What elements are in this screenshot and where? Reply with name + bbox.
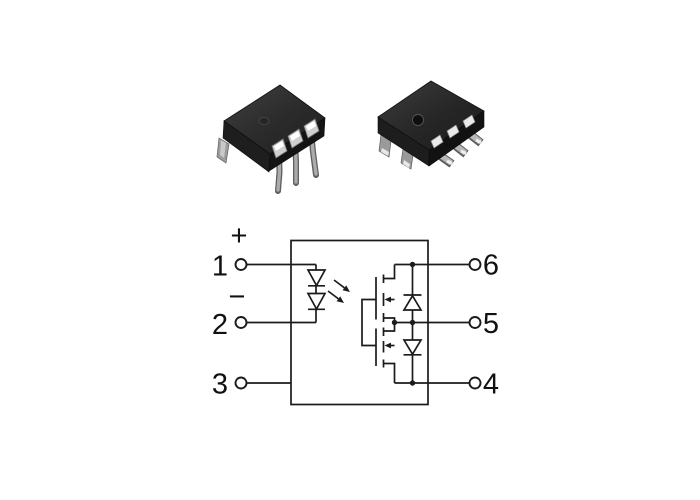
mosfet-top-icon [375,264,396,323]
pin-3-label: 3 [212,369,228,401]
schematic-diagram [234,239,482,406]
schematic-labels: + − 1 2 3 6 5 4 [212,220,499,401]
mosfet-bottom-icon [375,322,396,383]
smd-pin1-dimple [412,114,424,126]
pin-5-label: 5 [483,308,499,340]
smd-left-pin-tip [403,160,410,168]
smd-left-pin-tip [381,148,389,156]
minus-polarity-label: − [229,281,246,313]
dip6-through-hole-package-photo [216,84,326,194]
plus-polarity-label: + [231,220,248,252]
pin-4-terminal [468,376,482,390]
body-diode-bottom-icon [402,339,423,356]
dip-pin-shoulders [271,118,320,159]
pin-4-label: 4 [483,369,499,401]
pin-2-label: 2 [212,309,228,341]
light-arrows-icon [327,279,350,303]
smd6-gull-wing-package-photo [377,80,485,170]
dip-rear-pin-highlight [220,140,226,158]
mosfet-gate-link [361,298,376,347]
pin-6-terminal [468,258,482,271]
junction-dots [391,261,416,386]
smd-pin-shoulders [430,114,476,149]
pin-3-terminal [234,376,248,390]
pin-2-terminal [234,316,248,329]
pin-terminals [234,258,482,390]
pin-1-terminal [234,258,248,271]
dip-body-left-face [222,120,271,173]
dip-pin1-dimple [258,117,270,126]
pin-6-label: 6 [483,250,499,282]
pin-5-terminal [468,316,482,329]
body-diode-top-icon [402,294,423,311]
pin-1-label: 1 [212,251,228,283]
led-stack-icon [306,269,327,311]
